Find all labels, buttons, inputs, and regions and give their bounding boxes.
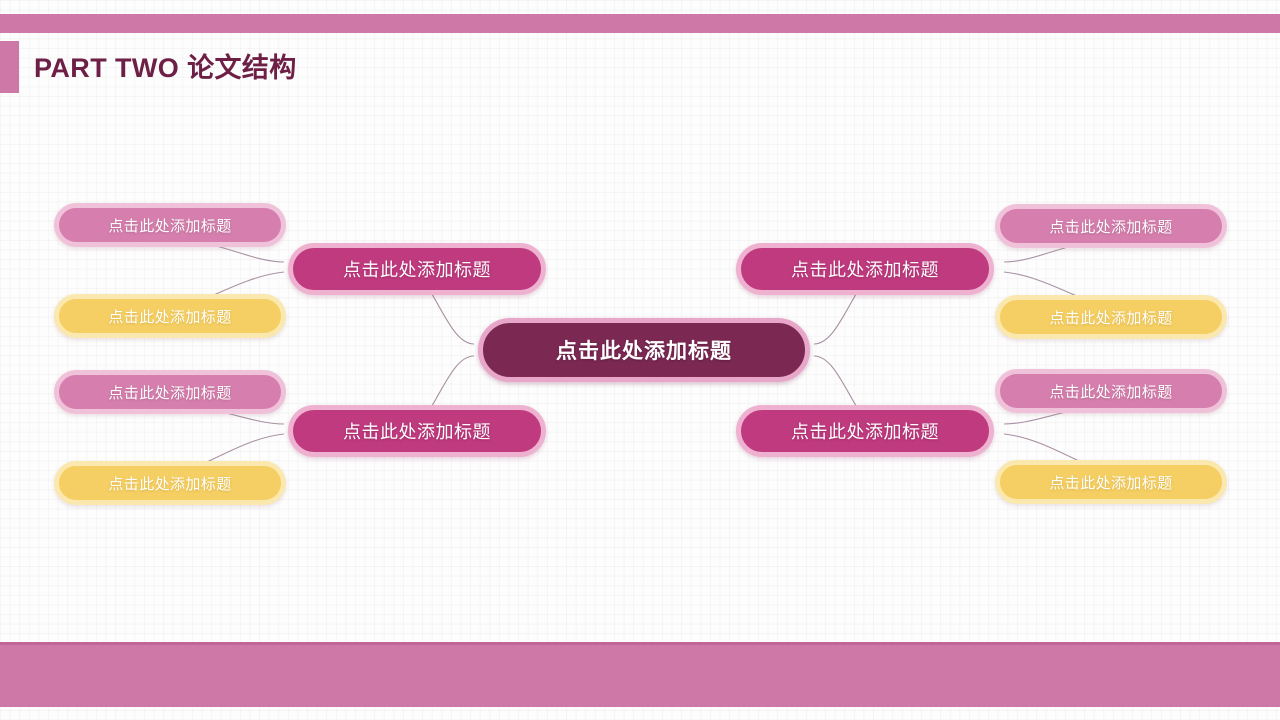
- branch-node-top-right[interactable]: 点击此处添加标题: [736, 243, 994, 295]
- bottom-decorative-bar: [0, 645, 1280, 707]
- leaf-node-left-4[interactable]: 点击此处添加标题: [54, 461, 286, 505]
- page-title: PART TWO 论文结构: [34, 53, 297, 83]
- leaf-node-right-1[interactable]: 点击此处添加标题: [995, 204, 1227, 248]
- branch-node-label: 点击此处添加标题: [343, 422, 491, 442]
- branch-node-top-left[interactable]: 点击此处添加标题: [288, 243, 546, 295]
- leaf-node-label: 点击此处添加标题: [1049, 383, 1173, 401]
- center-node[interactable]: 点击此处添加标题: [478, 318, 810, 382]
- branch-node-label: 点击此处添加标题: [791, 422, 939, 442]
- title-accent-block: [0, 41, 19, 93]
- leaf-node-left-1[interactable]: 点击此处添加标题: [54, 203, 286, 247]
- leaf-node-right-4[interactable]: 点击此处添加标题: [995, 460, 1227, 504]
- center-node-label: 点击此处添加标题: [556, 340, 732, 363]
- leaf-node-label: 点击此处添加标题: [108, 217, 232, 235]
- branch-node-bottom-left[interactable]: 点击此处添加标题: [288, 405, 546, 457]
- leaf-node-label: 点击此处添加标题: [108, 308, 232, 326]
- leaf-node-left-3[interactable]: 点击此处添加标题: [54, 370, 286, 414]
- leaf-node-label: 点击此处添加标题: [1049, 309, 1173, 327]
- leaf-node-left-2[interactable]: 点击此处添加标题: [54, 294, 286, 338]
- leaf-node-label: 点击此处添加标题: [108, 384, 232, 402]
- top-decorative-bar: [0, 14, 1280, 33]
- branch-node-label: 点击此处添加标题: [791, 260, 939, 280]
- branch-node-label: 点击此处添加标题: [343, 260, 491, 280]
- leaf-node-right-2[interactable]: 点击此处添加标题: [995, 295, 1227, 339]
- leaf-node-label: 点击此处添加标题: [108, 475, 232, 493]
- bottom-bar-edge: [0, 642, 1280, 645]
- leaf-node-label: 点击此处添加标题: [1049, 218, 1173, 236]
- leaf-node-label: 点击此处添加标题: [1049, 474, 1173, 492]
- leaf-node-right-3[interactable]: 点击此处添加标题: [995, 369, 1227, 413]
- branch-node-bottom-right[interactable]: 点击此处添加标题: [736, 405, 994, 457]
